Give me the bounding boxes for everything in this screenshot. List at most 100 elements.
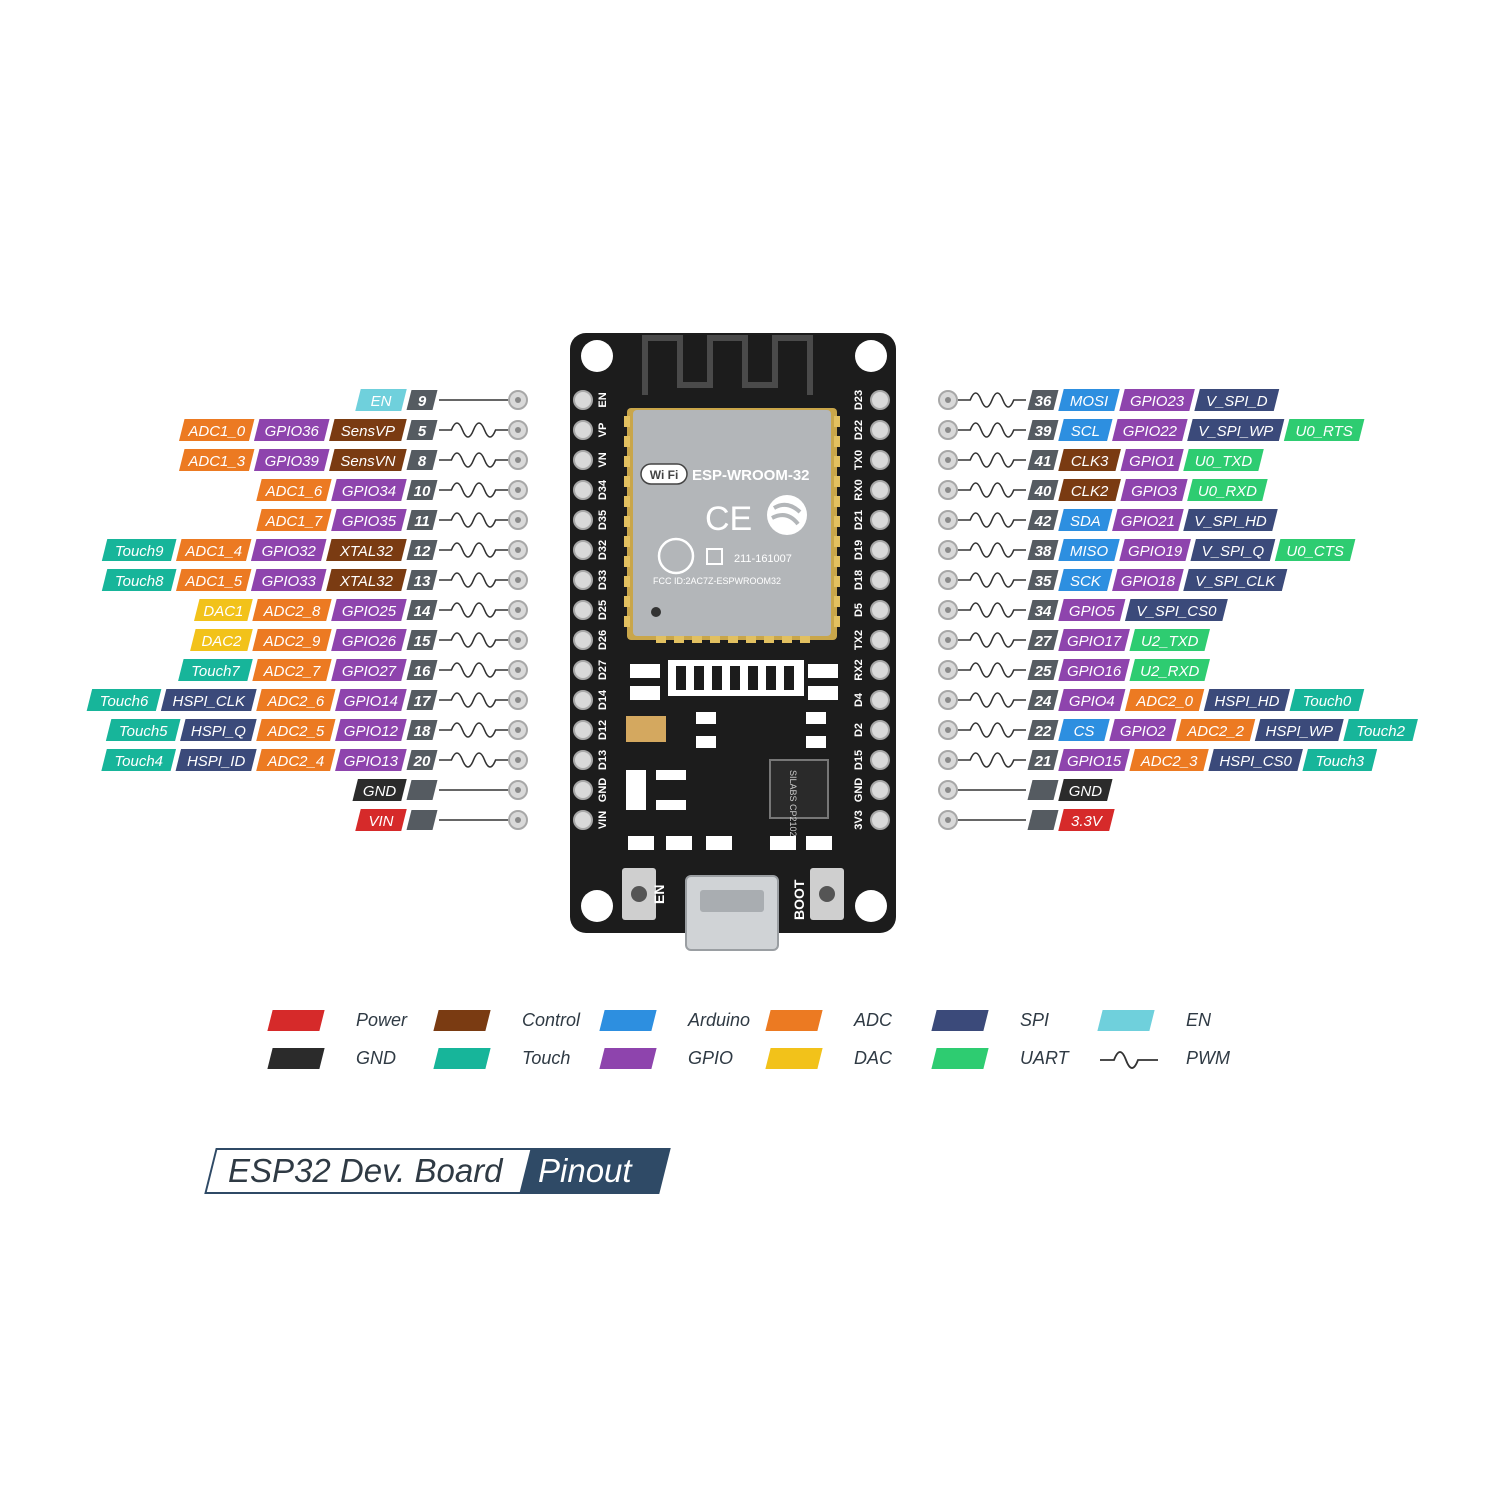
- pin-label-text: GPIO36: [265, 423, 320, 440]
- voltage-regulator: [626, 770, 646, 810]
- pin-label-adc: ADC1_4: [176, 539, 252, 561]
- pin-label-box: [1119, 389, 1195, 411]
- module-pad: [746, 636, 756, 643]
- wifi-mark: Wi Fi: [650, 468, 679, 482]
- pin-label-text: ADC2_6: [267, 693, 325, 710]
- pin-label-adc: ADC2_8: [252, 599, 332, 621]
- pin-number: 27: [1034, 633, 1052, 650]
- board-silkscreen-label: D32: [597, 540, 609, 560]
- regulator-tab: [656, 770, 686, 780]
- header-pin-center: [945, 697, 951, 703]
- module-pad: [674, 636, 684, 643]
- pwm-trace-icon: [958, 602, 1026, 618]
- legend-swatch: [931, 1048, 989, 1069]
- board-pin-hole: [870, 780, 890, 800]
- legend-swatch: [267, 1048, 325, 1069]
- module-pad: [624, 556, 630, 567]
- pin-label-gpio: GPIO35: [331, 509, 407, 531]
- board-silkscreen-label: D18: [853, 570, 865, 590]
- smd-component: [666, 836, 692, 850]
- pin-label-arduino: MISO: [1058, 539, 1120, 561]
- pin-label-en: EN: [355, 389, 407, 411]
- module-pad: [624, 476, 630, 487]
- header-slot: [784, 666, 794, 690]
- header-pin-center: [945, 727, 951, 733]
- pin-label-uart: U0_TXD: [1183, 449, 1264, 471]
- mounting-hole: [581, 890, 613, 922]
- pin-label-box: [1183, 509, 1278, 531]
- pin-label-arduino: SDA: [1058, 509, 1113, 531]
- module-pad: [834, 556, 840, 567]
- pin-label-box: [1112, 419, 1188, 441]
- pin-label-box: [180, 719, 257, 741]
- pin-label-text: ADC1_3: [187, 453, 245, 470]
- pin-label-touch: Touch6: [86, 689, 162, 711]
- header-slot: [730, 666, 740, 690]
- pin-label-text: HSPI_CLK: [173, 693, 247, 710]
- header-pin-center: [945, 817, 951, 823]
- pin-label-control: SensVN: [329, 449, 407, 471]
- board-pin-hole: [573, 600, 593, 620]
- espressif-logo-arcs: [771, 502, 802, 526]
- pin-label-control: XTAL32: [326, 569, 407, 591]
- pin-label-spi: HSPI_WP: [1254, 719, 1344, 741]
- pcb-antenna: [642, 335, 813, 395]
- pin-label-box: [331, 629, 407, 651]
- pin-label-box: [1254, 719, 1344, 741]
- module-pad: [834, 456, 840, 467]
- pin-label-adc: ADC1_6: [256, 479, 332, 501]
- pin-label-box: [1058, 659, 1130, 681]
- pwm-trace-icon: [439, 452, 508, 468]
- board-silkscreen-label: D27: [597, 660, 609, 680]
- pin-label-control: CLK2: [1058, 479, 1121, 501]
- pin-label-box: [1109, 719, 1177, 741]
- espressif-logo-icon: [767, 495, 807, 535]
- pin-number-box: [1027, 780, 1059, 800]
- board-pin-hole: [870, 810, 890, 830]
- pin-label-box: [1058, 569, 1113, 591]
- pin-label-text: GPIO34: [342, 483, 396, 500]
- pin-label-box: [1058, 689, 1126, 711]
- pin-label-gpio: GPIO3: [1120, 479, 1188, 501]
- pin-label-adc: ADC2_7: [252, 659, 332, 681]
- pin-label-text: ADC2_9: [263, 633, 321, 650]
- pin-label-gpio: GPIO39: [253, 449, 330, 471]
- pin-label-text: VIN: [368, 813, 393, 830]
- boot-button-label: BOOT: [791, 879, 807, 920]
- pin-label-box: [256, 749, 336, 771]
- pin-label-text: GPIO4: [1069, 693, 1115, 710]
- pin-label-box: [355, 389, 407, 411]
- pin-label-touch: Touch8: [101, 569, 177, 591]
- pin-number-box: [1027, 390, 1059, 410]
- pin-label-box: [1058, 479, 1121, 501]
- pin-label-box: [256, 719, 336, 741]
- pwm-trace-icon: [958, 452, 1026, 468]
- module-pad: [834, 416, 840, 427]
- header-pin-center: [515, 787, 521, 793]
- board-pin-hole: [870, 720, 890, 740]
- pin-label-gpio: GPIO15: [1058, 749, 1130, 771]
- legend-swatch: [765, 1048, 823, 1069]
- legend-label: EN: [1186, 1010, 1212, 1030]
- pin-label-text: XTAL32: [339, 543, 394, 560]
- module-pad: [834, 616, 840, 627]
- legend-label: GND: [356, 1048, 396, 1068]
- pin-number-box: [406, 480, 438, 500]
- module-pad: [656, 636, 666, 643]
- board-pin-hole: [870, 600, 890, 620]
- board-silkscreen-label: VP: [597, 423, 609, 438]
- pin-label-text: U2_RXD: [1140, 663, 1199, 680]
- header-pin-center: [515, 727, 521, 733]
- pin-label-text: DAC2: [201, 633, 242, 650]
- pin-label-box: [1208, 749, 1303, 771]
- smd-component: [806, 712, 826, 724]
- pin-label-box: [1058, 719, 1110, 741]
- board-silkscreen-label: EN: [597, 392, 609, 407]
- pin-label-gpio: GPIO21: [1112, 509, 1184, 531]
- pin-label-adc: ADC1_5: [176, 569, 252, 591]
- certification-mark-icon: [657, 537, 723, 575]
- pin-label-spi: HSPI_CS0: [1208, 749, 1303, 771]
